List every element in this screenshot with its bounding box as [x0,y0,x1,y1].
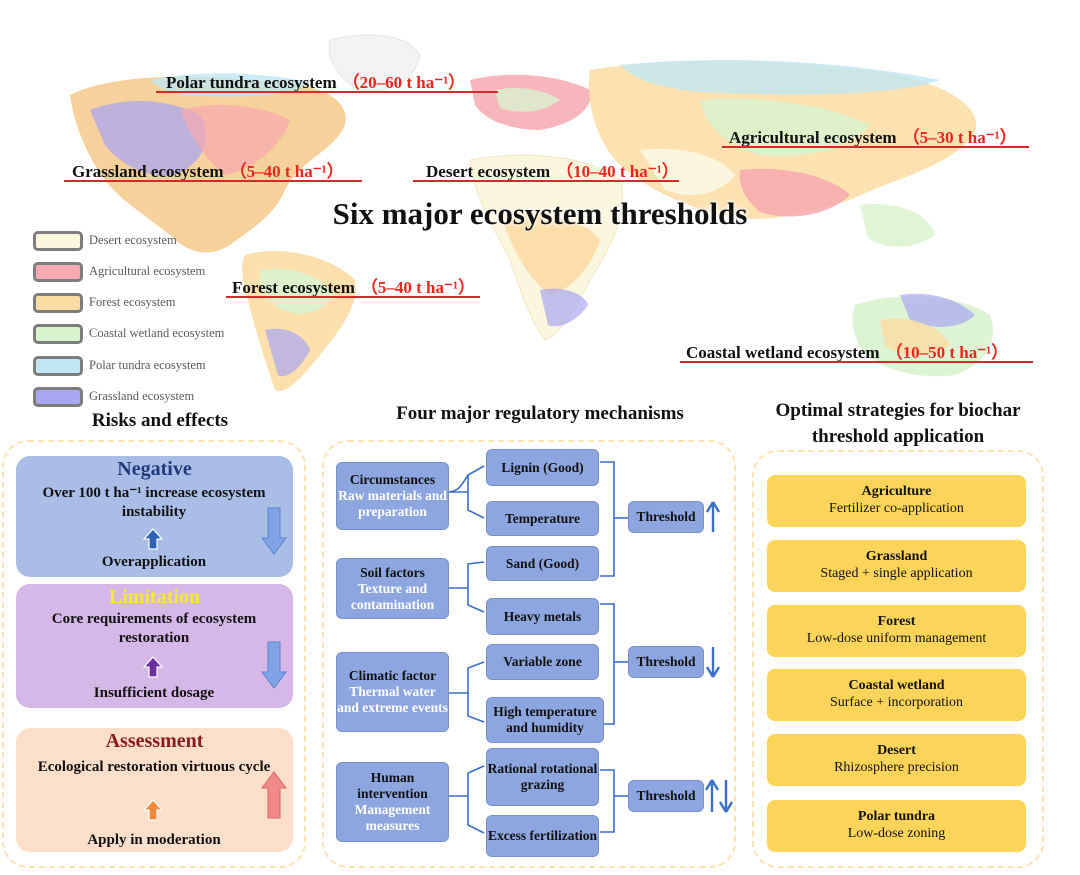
risks-heading: Risks and effects [91,410,229,431]
down-arrow-icon [261,641,287,689]
strategy-title: Agriculture [861,484,932,499]
map-title: Six major ecosystem thresholds [332,196,748,231]
threshold-box: Threshold [628,501,704,533]
underline-agricultural [722,146,1029,148]
strategy-desc: Staged + single application [820,566,973,581]
negative-text: Over 100 t ha⁻¹ increase ecosystem insta… [42,485,266,520]
mechanism-subtitle: Texture and contamination [350,580,435,612]
negative-box: Negative Over 100 t ha⁻¹ increase ecosys… [16,456,293,577]
mechanisms-heading: Four major regulatory mechanisms [396,403,684,424]
strategy-desc: Surface + incorporation [829,695,964,710]
strategy-title: Forest [877,614,916,629]
threshold-up-arrow-icon [705,501,721,532]
strategy-agriculture: Agriculture Fertilizer co-application [767,475,1026,527]
mechanism-connectors [447,461,628,834]
label-polar-tundra: Polar tundra ecosystem（20–60 t ha⁻¹） [166,73,466,92]
world-ecosystem-map: Polar tundra ecosystem（20–60 t ha⁻¹） Agr… [0,0,1080,430]
threshold-down-arrow-icon [705,647,721,678]
threshold-up-down-arrow-icon [704,779,734,813]
legend-label: Desert ecosystem [89,233,177,247]
legend-swatch [33,293,83,313]
strategy-desc: Low-dose zoning [847,826,946,841]
strategies-heading: Optimal strategies for biochar threshold… [775,400,1021,447]
assessment-box: Assessment Ecological restoration virtuo… [16,728,293,852]
mechanism-title: Soil factors [360,564,425,580]
risks-panel [2,440,306,868]
factor-rational-grazing: Rational rotational grazing [486,748,599,806]
factor-heavy-metals: Heavy metals [486,598,599,635]
down-arrow-icon [261,507,287,555]
strategy-desc: Fertilizer co-application [829,501,964,516]
label-desert: Desert ecosystem（10–40 t ha⁻¹） [426,162,679,181]
factor-temperature: Temperature [486,501,599,536]
negative-foot: Overapplication [101,554,207,570]
assessment-title: Assessment [105,730,204,752]
threshold-box: Threshold [628,780,704,812]
factor-excess-fertilization: Excess fertilization [486,815,599,857]
strategy-desc: Low-dose uniform management [806,631,987,646]
strategy-title: Coastal wetland [848,678,945,693]
strategy-grassland: Grassland Staged + single application [767,540,1026,592]
legend-swatch [33,356,83,376]
strategy-desert: Desert Rhizosphere precision [767,734,1026,786]
underline-forest [226,296,480,298]
mechanism-title: Climatic factor [348,668,437,683]
strategy-coastal-wetland: Coastal wetland Surface + incorporation [767,669,1026,721]
legend-label: Agricultural ecosystem [89,264,206,278]
strategy-desc: Rhizosphere precision [834,760,959,775]
mechanism-subtitle: Management measures [354,802,431,833]
mechanism-title: Circumstances [349,472,436,487]
strategy-forest: Forest Low-dose uniform management [767,605,1026,657]
limitation-box: Limitation Core requirements of ecosyste… [16,584,293,708]
legend-label: Grassland ecosystem [89,389,195,403]
up-arrow-icon [261,771,287,819]
factor-variable-zone: Variable zone [486,644,599,680]
label-forest: Forest ecosystem（5–40 t ha⁻¹） [232,278,476,297]
mechanism-subtitle: Thermal water and extreme events [337,684,448,715]
world-map-graphic [70,34,994,391]
strategy-title: Desert [877,743,916,758]
underline-coastal-wetland [680,361,1033,363]
strategy-polar-tundra: Polar tundra Low-dose zoning [767,800,1026,852]
label-agricultural: Agricultural ecosystem（5–30 t ha⁻¹） [729,128,1017,147]
underline-grassland [64,180,362,182]
factor-high-temperature-humidity: High temperature and humidity [486,697,604,743]
underline-desert [413,180,679,182]
mechanism-soil-factors: Soil factors Texture and contamination [336,558,449,619]
legend-label: Coastal wetland ecosystem [89,326,225,340]
factor-lignin: Lignin (Good) [486,449,599,486]
mechanism-title: Human intervention [357,770,428,801]
limitation-text: Core requirements of ecosystem restorati… [51,611,257,646]
limitation-title: Limitation [108,586,201,608]
assessment-foot: Apply in moderation [87,832,221,848]
factor-sand: Sand (Good) [486,546,599,581]
up-arrow-icon [142,528,164,550]
mechanism-subtitle: Raw materials and preparation [338,488,447,519]
label-coastal-wetland: Coastal wetland ecosystem（10–50 t ha⁻¹） [686,343,1009,362]
threshold-box: Threshold [628,646,704,678]
legend-swatch [33,231,83,251]
legend-label: Polar tundra ecosystem [89,358,206,372]
mechanism-climatic-factor: Climatic factor Thermal water and extrem… [336,652,449,732]
up-arrow-icon [142,799,164,821]
strategies-panel [752,450,1044,868]
mechanisms-panel [322,440,736,868]
mechanism-circumstances: Circumstances Raw materials and preparat… [336,462,449,530]
mechanism-human-intervention: Human intervention Management measures [336,762,449,842]
legend-swatch [33,324,83,344]
underline-polar-tundra [156,91,498,93]
legend-label: Forest ecosystem [89,295,176,309]
strategy-title: Grassland [865,549,928,564]
limitation-foot: Insufficient dosage [93,685,215,701]
legend-swatch [33,387,83,407]
label-grassland: Grassland ecosystem（5–40 t ha⁻¹） [72,162,344,181]
up-arrow-icon [142,656,164,678]
assessment-text: Ecological restoration virtuous cycle [37,759,271,775]
negative-title: Negative [117,458,192,480]
legend-swatch [33,262,83,282]
strategy-title: Polar tundra [857,809,936,824]
